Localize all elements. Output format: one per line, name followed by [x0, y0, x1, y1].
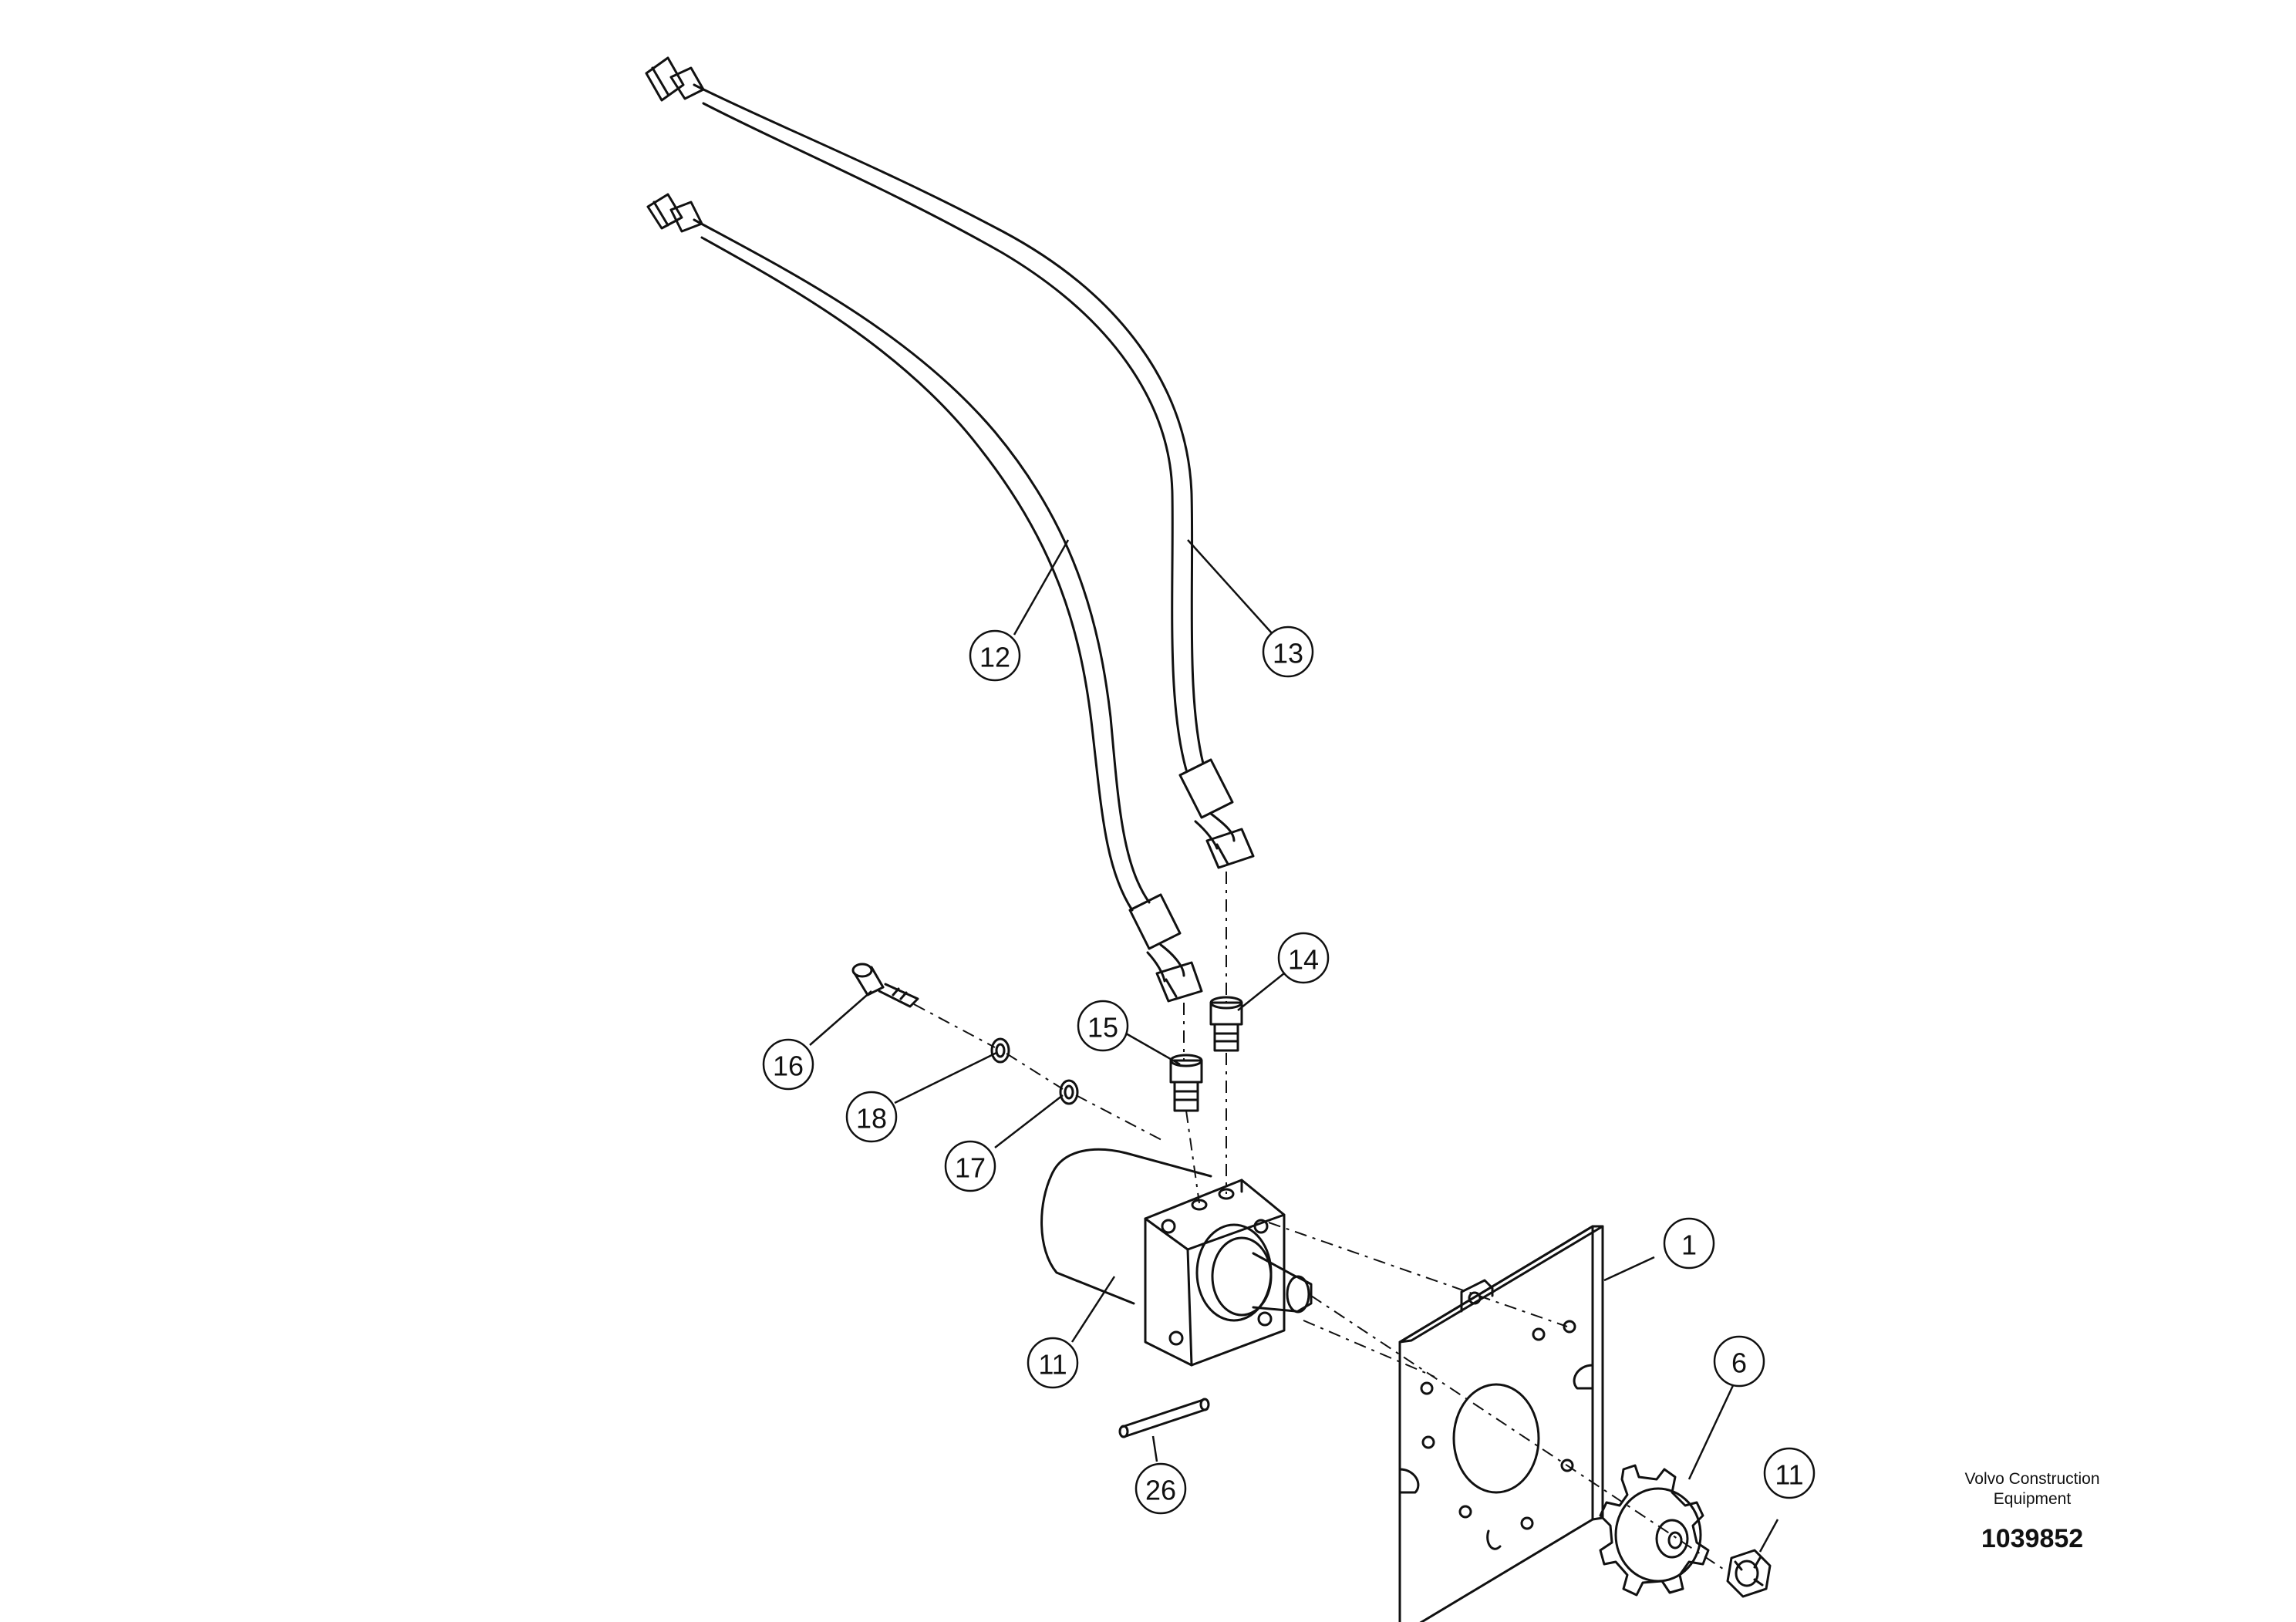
callout-11-nut-label: 11: [1775, 1459, 1803, 1491]
callout-17-label: 17: [955, 1152, 986, 1184]
callout-16: 16: [762, 1038, 814, 1091]
callout-18: 18: [845, 1091, 898, 1143]
callout-26: 26: [1135, 1462, 1187, 1515]
callout-14: 14: [1277, 932, 1330, 984]
callout-1: 1: [1663, 1217, 1715, 1270]
washer-17: [1059, 1079, 1079, 1105]
callout-6: 6: [1713, 1335, 1765, 1388]
callout-15-label: 15: [1087, 1012, 1118, 1044]
callout-13-label: 13: [1273, 638, 1303, 669]
callout-26-label: 26: [1145, 1475, 1176, 1506]
roll-pin-26: [1118, 1398, 1210, 1438]
document-number: 1039852: [1981, 1524, 2084, 1553]
callout-16-label: 16: [773, 1050, 804, 1082]
callout-12: 12: [969, 629, 1021, 682]
callout-12-label: 12: [979, 642, 1010, 673]
assembly-center-lines: [913, 872, 1728, 1573]
washer-18: [990, 1037, 1010, 1064]
brand-line-2: Equipment: [1993, 1490, 2072, 1508]
callout-18-label: 18: [856, 1103, 887, 1135]
callout-6-label: 6: [1731, 1347, 1747, 1379]
callout-13: 13: [1262, 626, 1314, 678]
hydraulic-motor-11: [1040, 1148, 1313, 1367]
mounting-plate-1: [1398, 1225, 1604, 1622]
callout-14-label: 14: [1288, 944, 1319, 976]
hydraulic-hose-12: [646, 193, 1203, 1003]
brand-line-1: Volvo Construction: [1964, 1470, 2100, 1488]
drive-sprocket-6: [1599, 1464, 1710, 1597]
drawing-title-block: Volvo Construction Equipment 1039852: [1909, 1469, 2156, 1556]
callout-1-label: 1: [1681, 1229, 1697, 1261]
callout-15: 15: [1077, 1000, 1129, 1052]
leader-lines: [809, 539, 1779, 1553]
callout-11-motor-label: 11: [1038, 1349, 1067, 1381]
hydraulic-hose-13: [645, 56, 1255, 869]
castle-nut-11: [1726, 1549, 1772, 1598]
cap-screw-16: [851, 963, 919, 1008]
callout-11-motor: 11: [1027, 1337, 1079, 1389]
callout-11-nut: 11: [1763, 1447, 1816, 1499]
adapter-fitting-14: [1209, 996, 1243, 1052]
callout-17: 17: [944, 1140, 996, 1192]
